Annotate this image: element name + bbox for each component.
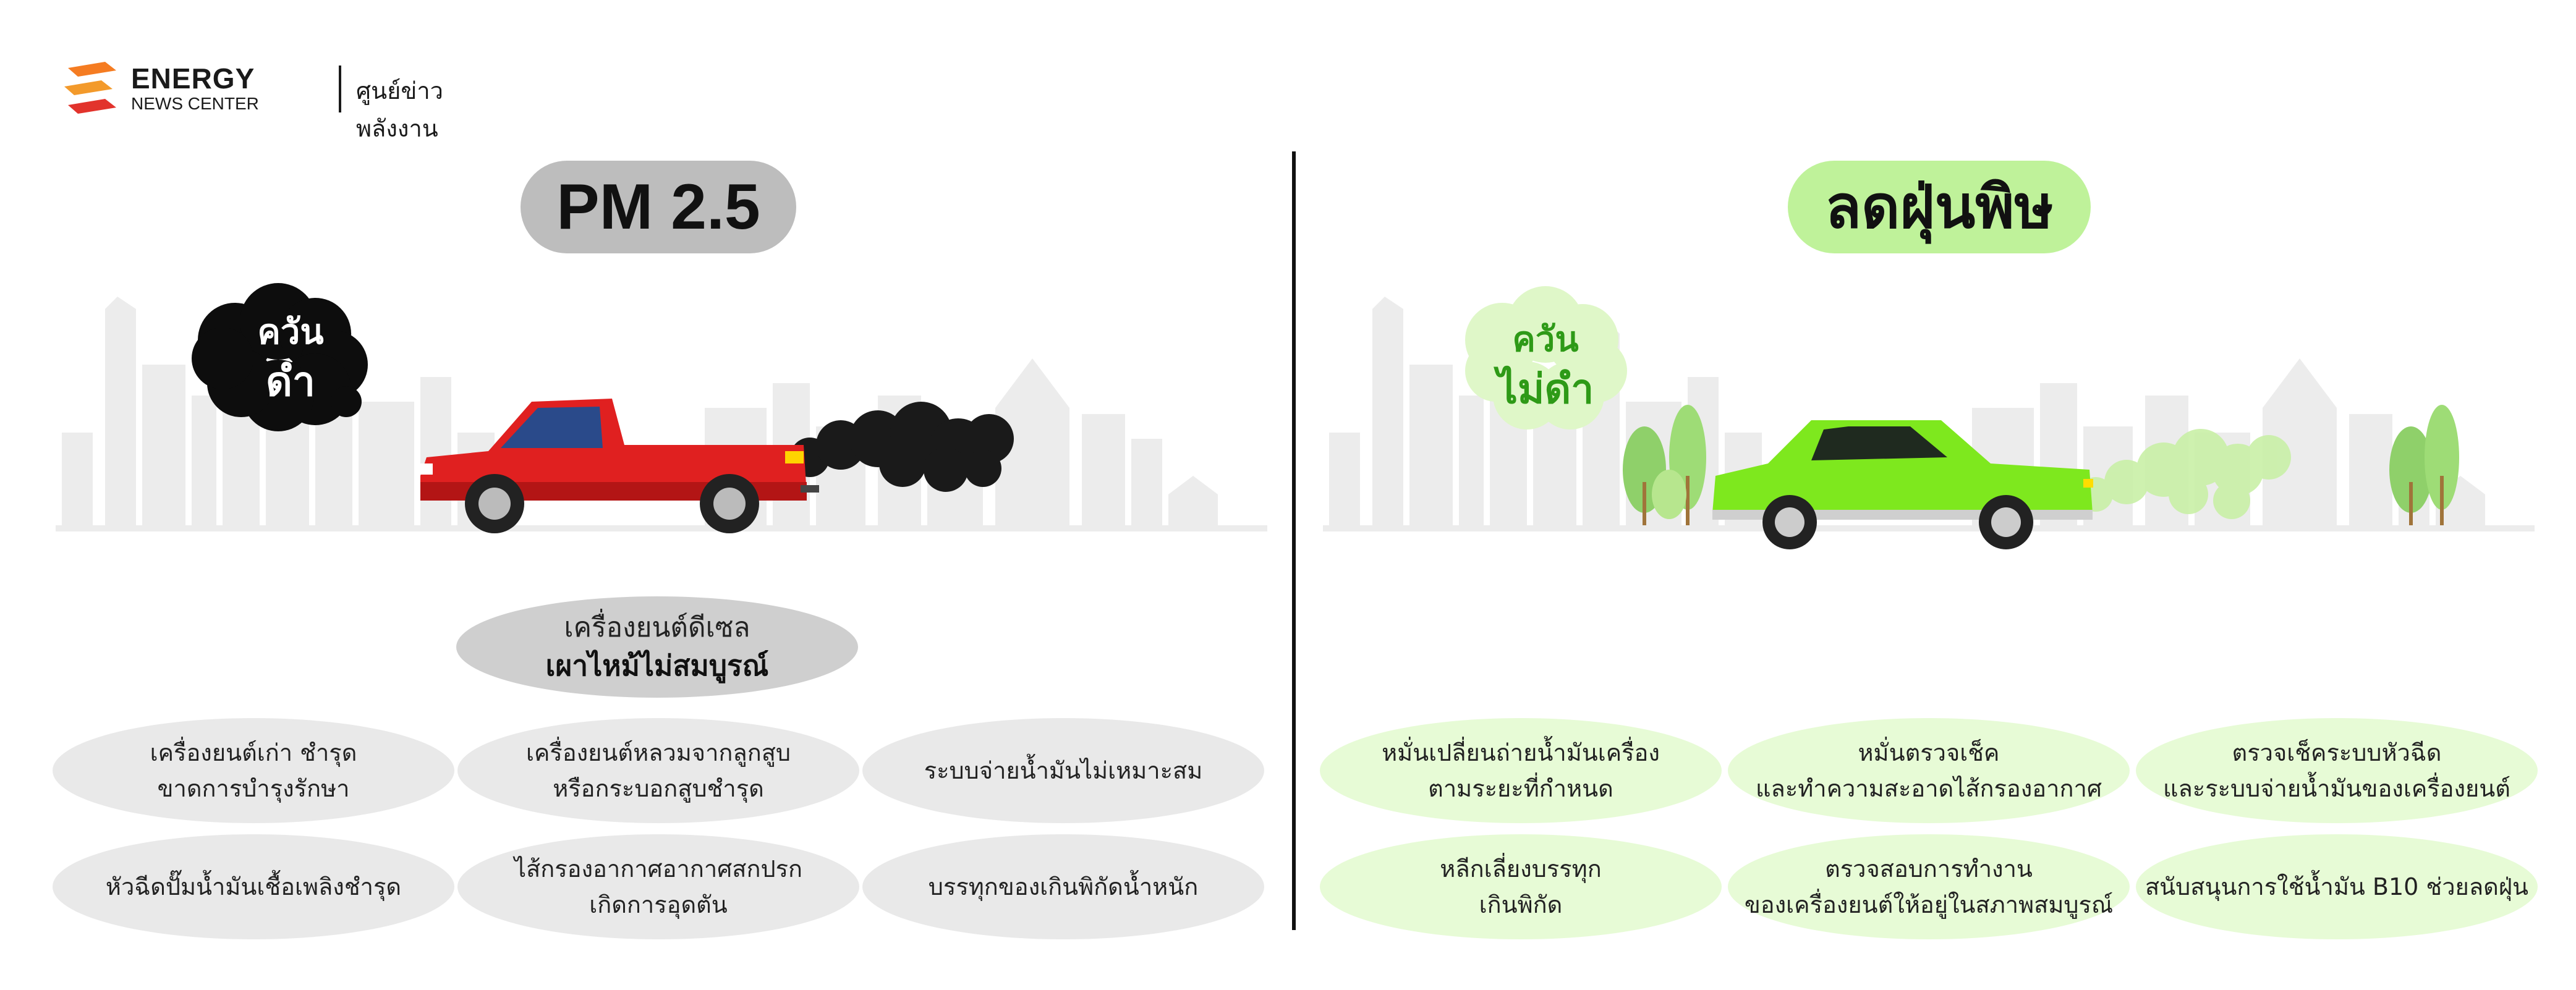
exhaust-light-smoke bbox=[2078, 429, 2291, 519]
brand-name-thai: ศูนย์ข่าวพลังงาน bbox=[356, 77, 444, 142]
cause-item: หัวฉีดปั๊มน้ำมันเชื้อเพลิงชำรุด bbox=[53, 834, 454, 939]
cause-item: เครื่องยนต์หลวมจากลูกสูบ หรือกระบอกสูบชำ… bbox=[457, 718, 859, 823]
clean-car-scene bbox=[1323, 286, 2535, 549]
diesel-engine-label: เครื่องยนต์ดีเซล เผาไหม้ไม่สมบูรณ์ bbox=[456, 596, 858, 698]
red-pickup-truck bbox=[420, 399, 819, 533]
solution-item: หมั่นเปลี่ยนถ่ายน้ำมันเครื่อง ตามระยะที่… bbox=[1320, 718, 1722, 823]
reduce-dust-title: ลดฝุ่นพิษ bbox=[1788, 161, 2091, 253]
engine-line1: เครื่องยนต์ดีเซล bbox=[564, 612, 750, 643]
engine-line2: เผาไหม้ไม่สมบูรณ์ bbox=[545, 649, 769, 682]
light-smoke-cloud bbox=[1465, 286, 1627, 429]
brand-name-line1: ENERGY bbox=[131, 62, 255, 95]
black-smoke-label-line1: ควัน bbox=[257, 312, 324, 352]
pm25-title: PM 2.5 bbox=[521, 161, 796, 253]
non-black-smoke-label: ควัน ไม่ดำ bbox=[1477, 315, 1613, 414]
cause-item: ระบบจ่ายน้ำมันไม่เหมาะสม bbox=[862, 718, 1264, 823]
cause-item: เครื่องยนต์เก่า ชำรุด ขาดการบำรุงรักษา bbox=[53, 718, 454, 823]
solution-item: ตรวจสอบการทำงาน ของเครื่องยนต์ให้อยู่ในส… bbox=[1728, 834, 2130, 939]
section-divider bbox=[1292, 151, 1296, 930]
brand-name-line2: NEWS CENTER bbox=[131, 94, 259, 113]
black-smoke-label: ควัน ดำ bbox=[235, 308, 346, 407]
trees-left bbox=[1623, 405, 1706, 525]
solution-item: หลีกเลี่ยงบรรทุก เกินพิกัด bbox=[1320, 834, 1722, 939]
black-smoke-cloud bbox=[192, 283, 368, 431]
solution-item: สนับสนุนการใช้น้ำมัน B10 ช่วยลดฝุ่น bbox=[2136, 834, 2538, 939]
cause-item: บรรทุกของเกินพิกัดน้ำหนัก bbox=[862, 834, 1264, 939]
polluting-truck-scene bbox=[56, 283, 1267, 533]
cause-item: ไส้กรองอากาศอากาศสกปรก เกิดการอุดตัน bbox=[457, 834, 859, 939]
non-black-smoke-label-line2: ไม่ดำ bbox=[1497, 365, 1594, 413]
energy-news-center-logo[interactable]: ENERGY NEWS CENTER ศูนย์ข่าวพลังงาน bbox=[62, 59, 457, 142]
solution-item: หมั่นตรวจเช็ค และทำความสะอาดไส้กรองอากาศ bbox=[1728, 718, 2130, 823]
logo-mark-icon bbox=[64, 62, 116, 114]
logo-divider bbox=[339, 66, 341, 112]
green-car bbox=[1712, 420, 2093, 549]
trees-right bbox=[2389, 405, 2459, 525]
black-smoke-label-line2: ดำ bbox=[266, 358, 315, 405]
non-black-smoke-label-line1: ควัน bbox=[1512, 319, 1579, 360]
solution-item: ตรวจเช็คระบบหัวฉีด และระบบจ่ายน้ำมันของเ… bbox=[2136, 718, 2538, 823]
